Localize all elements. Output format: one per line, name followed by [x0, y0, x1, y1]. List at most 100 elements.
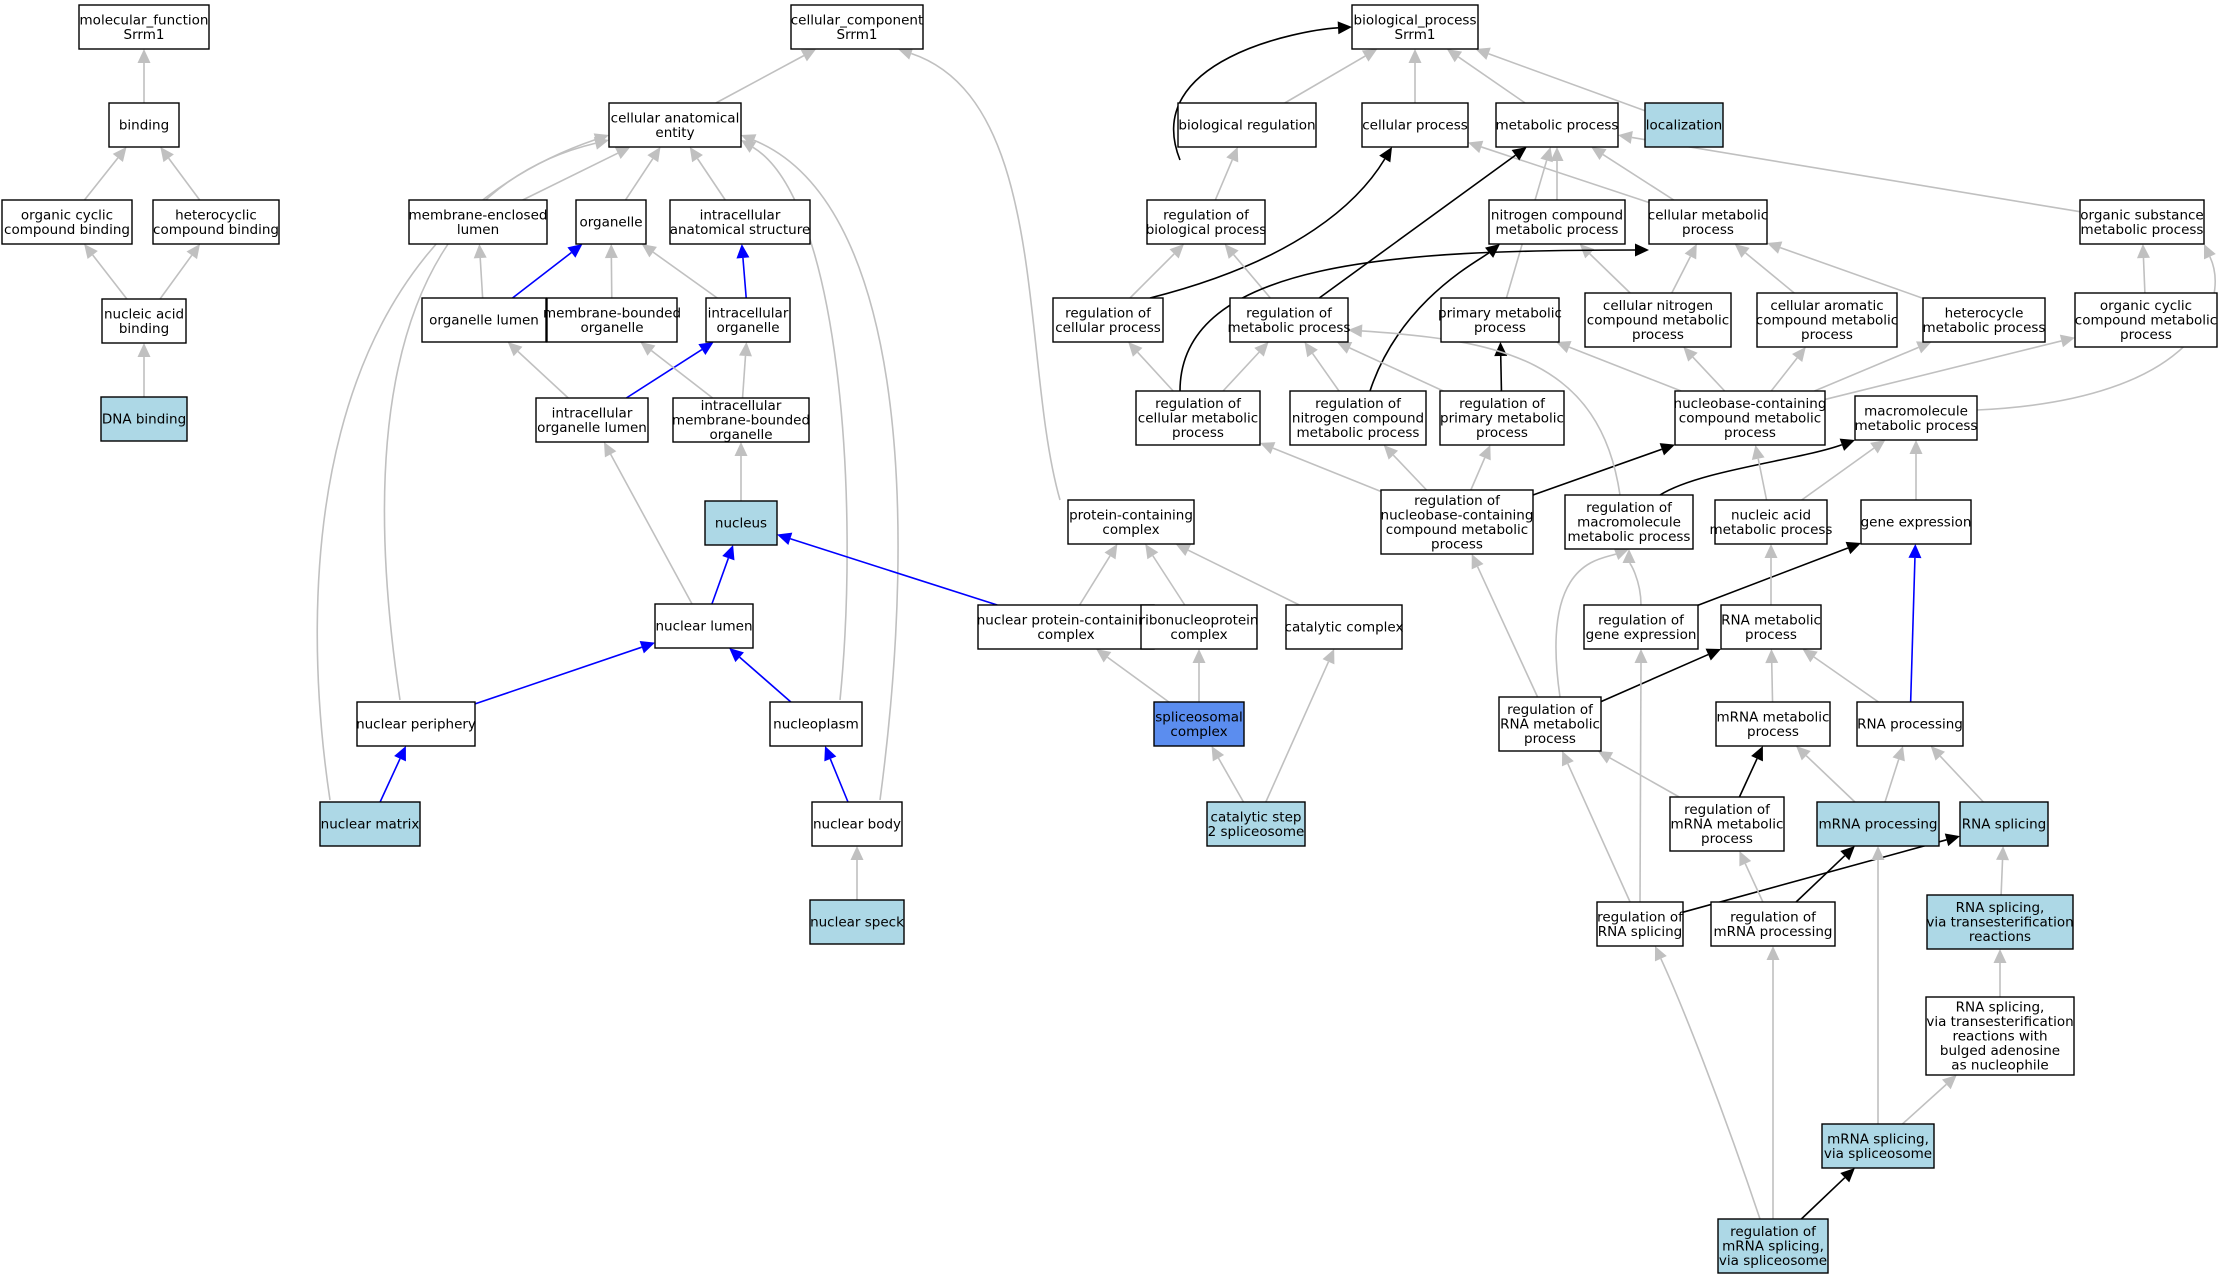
node-label: catalytic step [1211, 809, 1302, 825]
node-organelle[interactable]: organelle [575, 199, 647, 245]
edge-arrowhead [1336, 341, 1353, 354]
edge-arrowhead [1993, 949, 2007, 963]
node-rnasba[interactable]: RNA splicing,via transesterificationreac… [1925, 996, 2075, 1076]
node-nm[interactable]: nuclear matrix [319, 801, 421, 847]
node-box [546, 297, 678, 343]
node-label: organic substance [2080, 207, 2203, 223]
node-loc[interactable]: localization [1644, 102, 1724, 148]
node-label: complex [1037, 627, 1094, 643]
edge-line [1631, 136, 2081, 213]
node-dnab[interactable]: DNA binding [100, 396, 188, 442]
node-nb[interactable]: nuclear body [811, 801, 903, 847]
node-label: nucleobase-containing [1381, 507, 1534, 523]
node-breg[interactable]: biological regulation [1177, 102, 1317, 148]
node-label: anatomical structure [670, 222, 811, 238]
edge-rcmp-to-rmp [1222, 342, 1269, 392]
edge-rge-to-ge [1697, 541, 1861, 606]
node-ge[interactable]: gene expression [1860, 499, 1972, 545]
edge-line [1284, 55, 1366, 104]
node-label: regulation of [1586, 500, 1673, 516]
node-ns[interactable]: nuclear speck [809, 899, 905, 945]
edge-line [1318, 154, 1516, 299]
node-box [790, 4, 924, 50]
node-label: process [2120, 327, 2172, 343]
node-mp[interactable]: metabolic process [1495, 102, 1619, 148]
edge-cmp-to-mp [1591, 147, 1675, 201]
edge-line [1738, 758, 1758, 798]
node-label: organelle lumen [537, 420, 647, 436]
edge-rrnas-to-rnas [1682, 833, 1960, 913]
node-rnasvt[interactable]: RNA splicing,via transesterificationreac… [1926, 894, 2074, 950]
node-mrnas[interactable]: mRNA splicing,via spliceosome [1821, 1123, 1935, 1169]
node-cp[interactable]: cellular process [1361, 102, 1469, 148]
node-nucleus[interactable]: nucleus [704, 500, 778, 546]
edge-arrowhead [1684, 244, 1697, 260]
edge-mrnamp-to-rnamp [1765, 649, 1779, 703]
node-rnap[interactable]: RNA processing [1856, 701, 1964, 747]
node-rnas[interactable]: RNA splicing [1959, 801, 2049, 847]
node-ol[interactable]: organelle lumen [421, 297, 547, 343]
edge-line [1214, 159, 1233, 201]
edge-line [474, 646, 643, 705]
node-catc[interactable]: catalytic complex [1285, 604, 1404, 650]
node-rnbcmp[interactable]: regulation ofnucleobase-containingcompou… [1380, 489, 1534, 555]
node-mrnap[interactable]: mRNA processing [1816, 801, 1940, 847]
node-label: regulation of [1730, 909, 1817, 925]
node-nl[interactable]: nuclear lumen [654, 603, 754, 649]
edge-line [1814, 346, 1919, 392]
edge-arrowhead [641, 244, 657, 258]
node-label: cellular anatomical [611, 110, 740, 126]
node-nucleoplasm[interactable]: nucleoplasm [769, 701, 863, 747]
edge-line [1555, 553, 1617, 698]
node-box [1289, 390, 1427, 446]
node-binding[interactable]: binding [108, 102, 180, 148]
node-label: via transesterification [1926, 1014, 2073, 1030]
edge-arrowhead [1916, 341, 1932, 354]
node-np[interactable]: nuclear periphery [356, 701, 476, 747]
